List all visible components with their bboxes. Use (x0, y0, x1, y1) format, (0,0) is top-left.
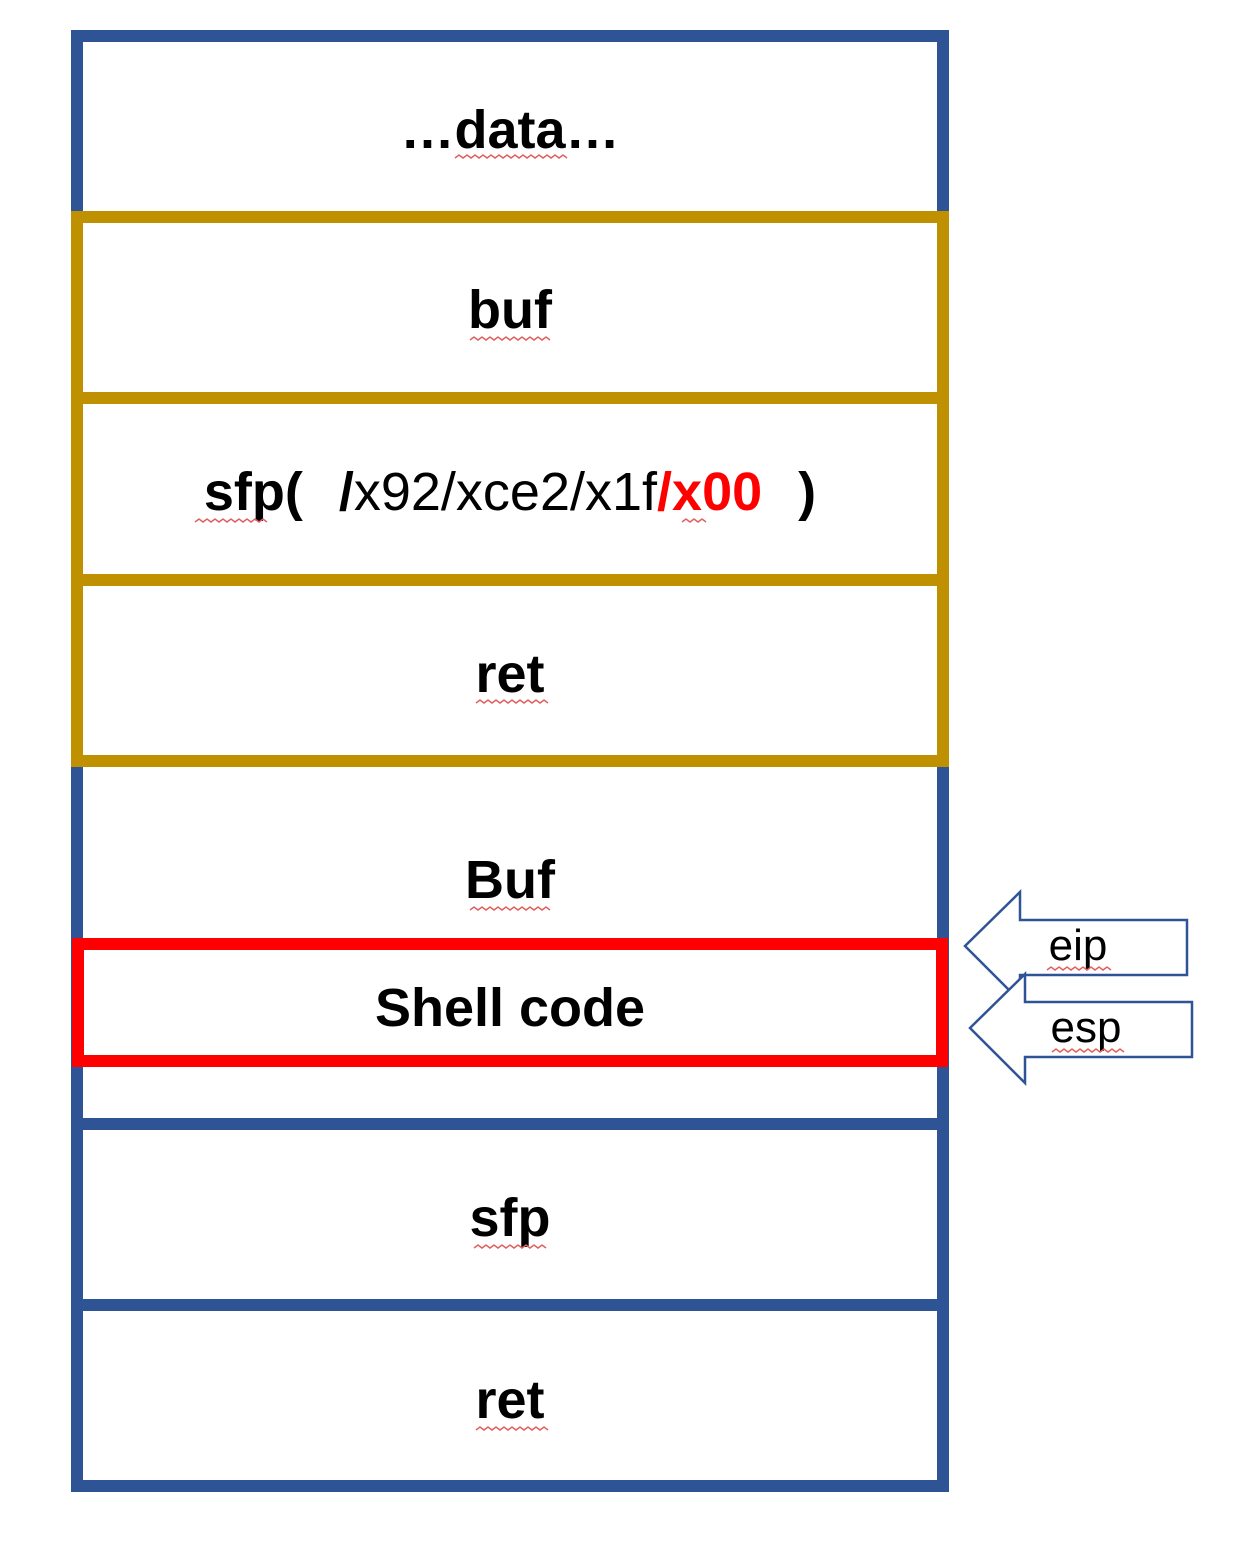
sfp2-label: sfp (470, 1188, 551, 1248)
spellcheck-squiggle (473, 1244, 547, 1249)
eip-label: eip (1049, 921, 1108, 970)
sfp-value-label: sfp( /x92/xce2/x1f/x00) (204, 462, 816, 522)
frame-border (71, 211, 949, 767)
spellcheck-squiggle (194, 518, 268, 523)
esp-label: esp (1051, 1003, 1122, 1052)
spellcheck-squiggle (475, 1426, 549, 1431)
shellcode-label: Shell code (375, 978, 645, 1038)
spellcheck-squiggle (1051, 1048, 1125, 1053)
esp-arrow-icon (968, 971, 1194, 1087)
ret-label: ret (475, 644, 544, 704)
spellcheck-squiggle (454, 154, 568, 159)
ret2-label: ret (475, 1370, 544, 1430)
buf-label: buf (468, 280, 553, 340)
spellcheck-squiggle (469, 336, 551, 341)
sfp-suffix: ) (798, 462, 816, 522)
data-label: …data… (400, 100, 619, 160)
spellcheck-squiggle (681, 518, 707, 523)
sfp-null-byte: /x00 (657, 462, 762, 522)
buf2-label: Buf (465, 850, 556, 910)
shellcode-box (72, 938, 948, 1067)
spellcheck-squiggle (475, 699, 549, 704)
sfp-slash: / (339, 462, 354, 522)
sfp-prefix: sfp( (204, 462, 303, 522)
spellcheck-squiggle (1046, 966, 1112, 971)
spellcheck-squiggle (469, 906, 551, 911)
sfp-bytes: x92/xce2/x1f (354, 462, 658, 522)
